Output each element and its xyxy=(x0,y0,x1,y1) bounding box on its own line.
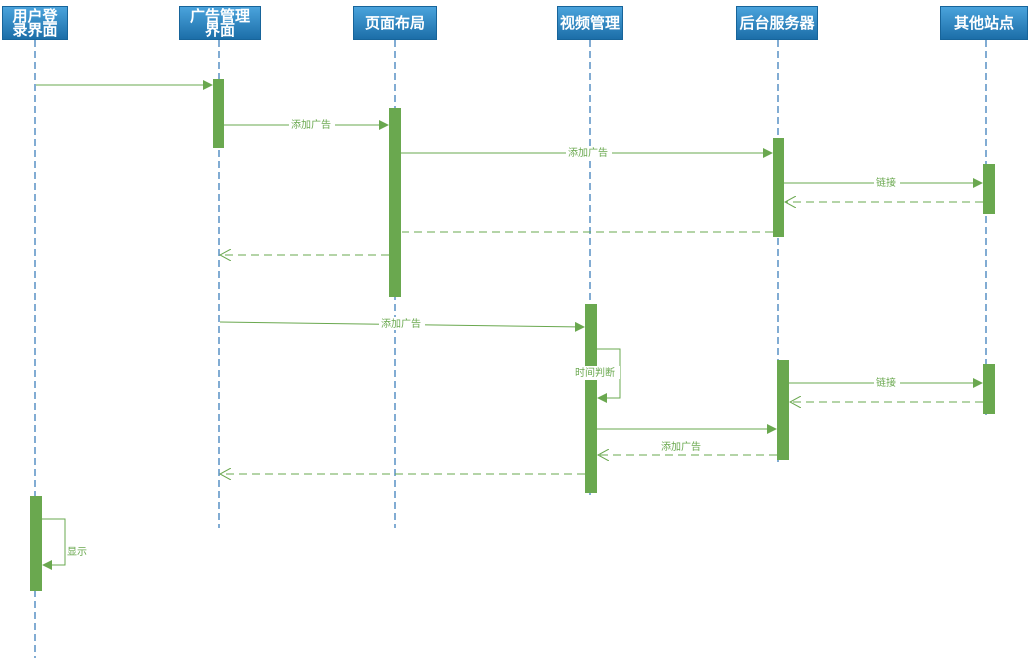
activation-bar xyxy=(777,360,789,460)
participant-ad-manager: 广告管理界面 xyxy=(179,6,261,40)
message-label: 时间判断 xyxy=(575,366,615,379)
activation-bar xyxy=(983,364,995,414)
message-label: 显示 xyxy=(67,546,87,558)
message-label: 添加广告 xyxy=(291,118,331,131)
participant-video-manager: 视频管理 xyxy=(557,6,623,40)
participant-backend-server: 后台服务器 xyxy=(736,6,818,40)
activation-bar xyxy=(585,304,597,367)
participant-label: 广告管理界面 xyxy=(189,7,250,39)
activation-bar xyxy=(213,79,224,148)
message-label: 添加广告 xyxy=(661,440,701,453)
message-label: 添加广告 xyxy=(381,317,421,330)
participant-label: 页面布局 xyxy=(364,14,425,32)
message-label: 链接 xyxy=(876,376,896,389)
activation-bar xyxy=(389,108,401,297)
activation-bar xyxy=(30,496,42,591)
activation-bar xyxy=(983,164,995,214)
message-label: 添加广告 xyxy=(568,146,608,159)
participant-user-login: 用户登录界面 xyxy=(2,6,68,40)
participant-other-sites: 其他站点 xyxy=(940,6,1028,40)
activation-bar xyxy=(773,138,784,237)
participant-label: 视频管理 xyxy=(559,14,620,32)
participant-label: 后台服务器 xyxy=(739,14,815,32)
participant-label: 用户登录界面 xyxy=(12,7,58,39)
participant-label: 其他站点 xyxy=(953,14,1014,32)
participant-page-layout: 页面布局 xyxy=(353,6,437,40)
self-message-arrow xyxy=(42,518,66,570)
activation-bar xyxy=(585,380,597,493)
message-label: 链接 xyxy=(876,176,896,189)
